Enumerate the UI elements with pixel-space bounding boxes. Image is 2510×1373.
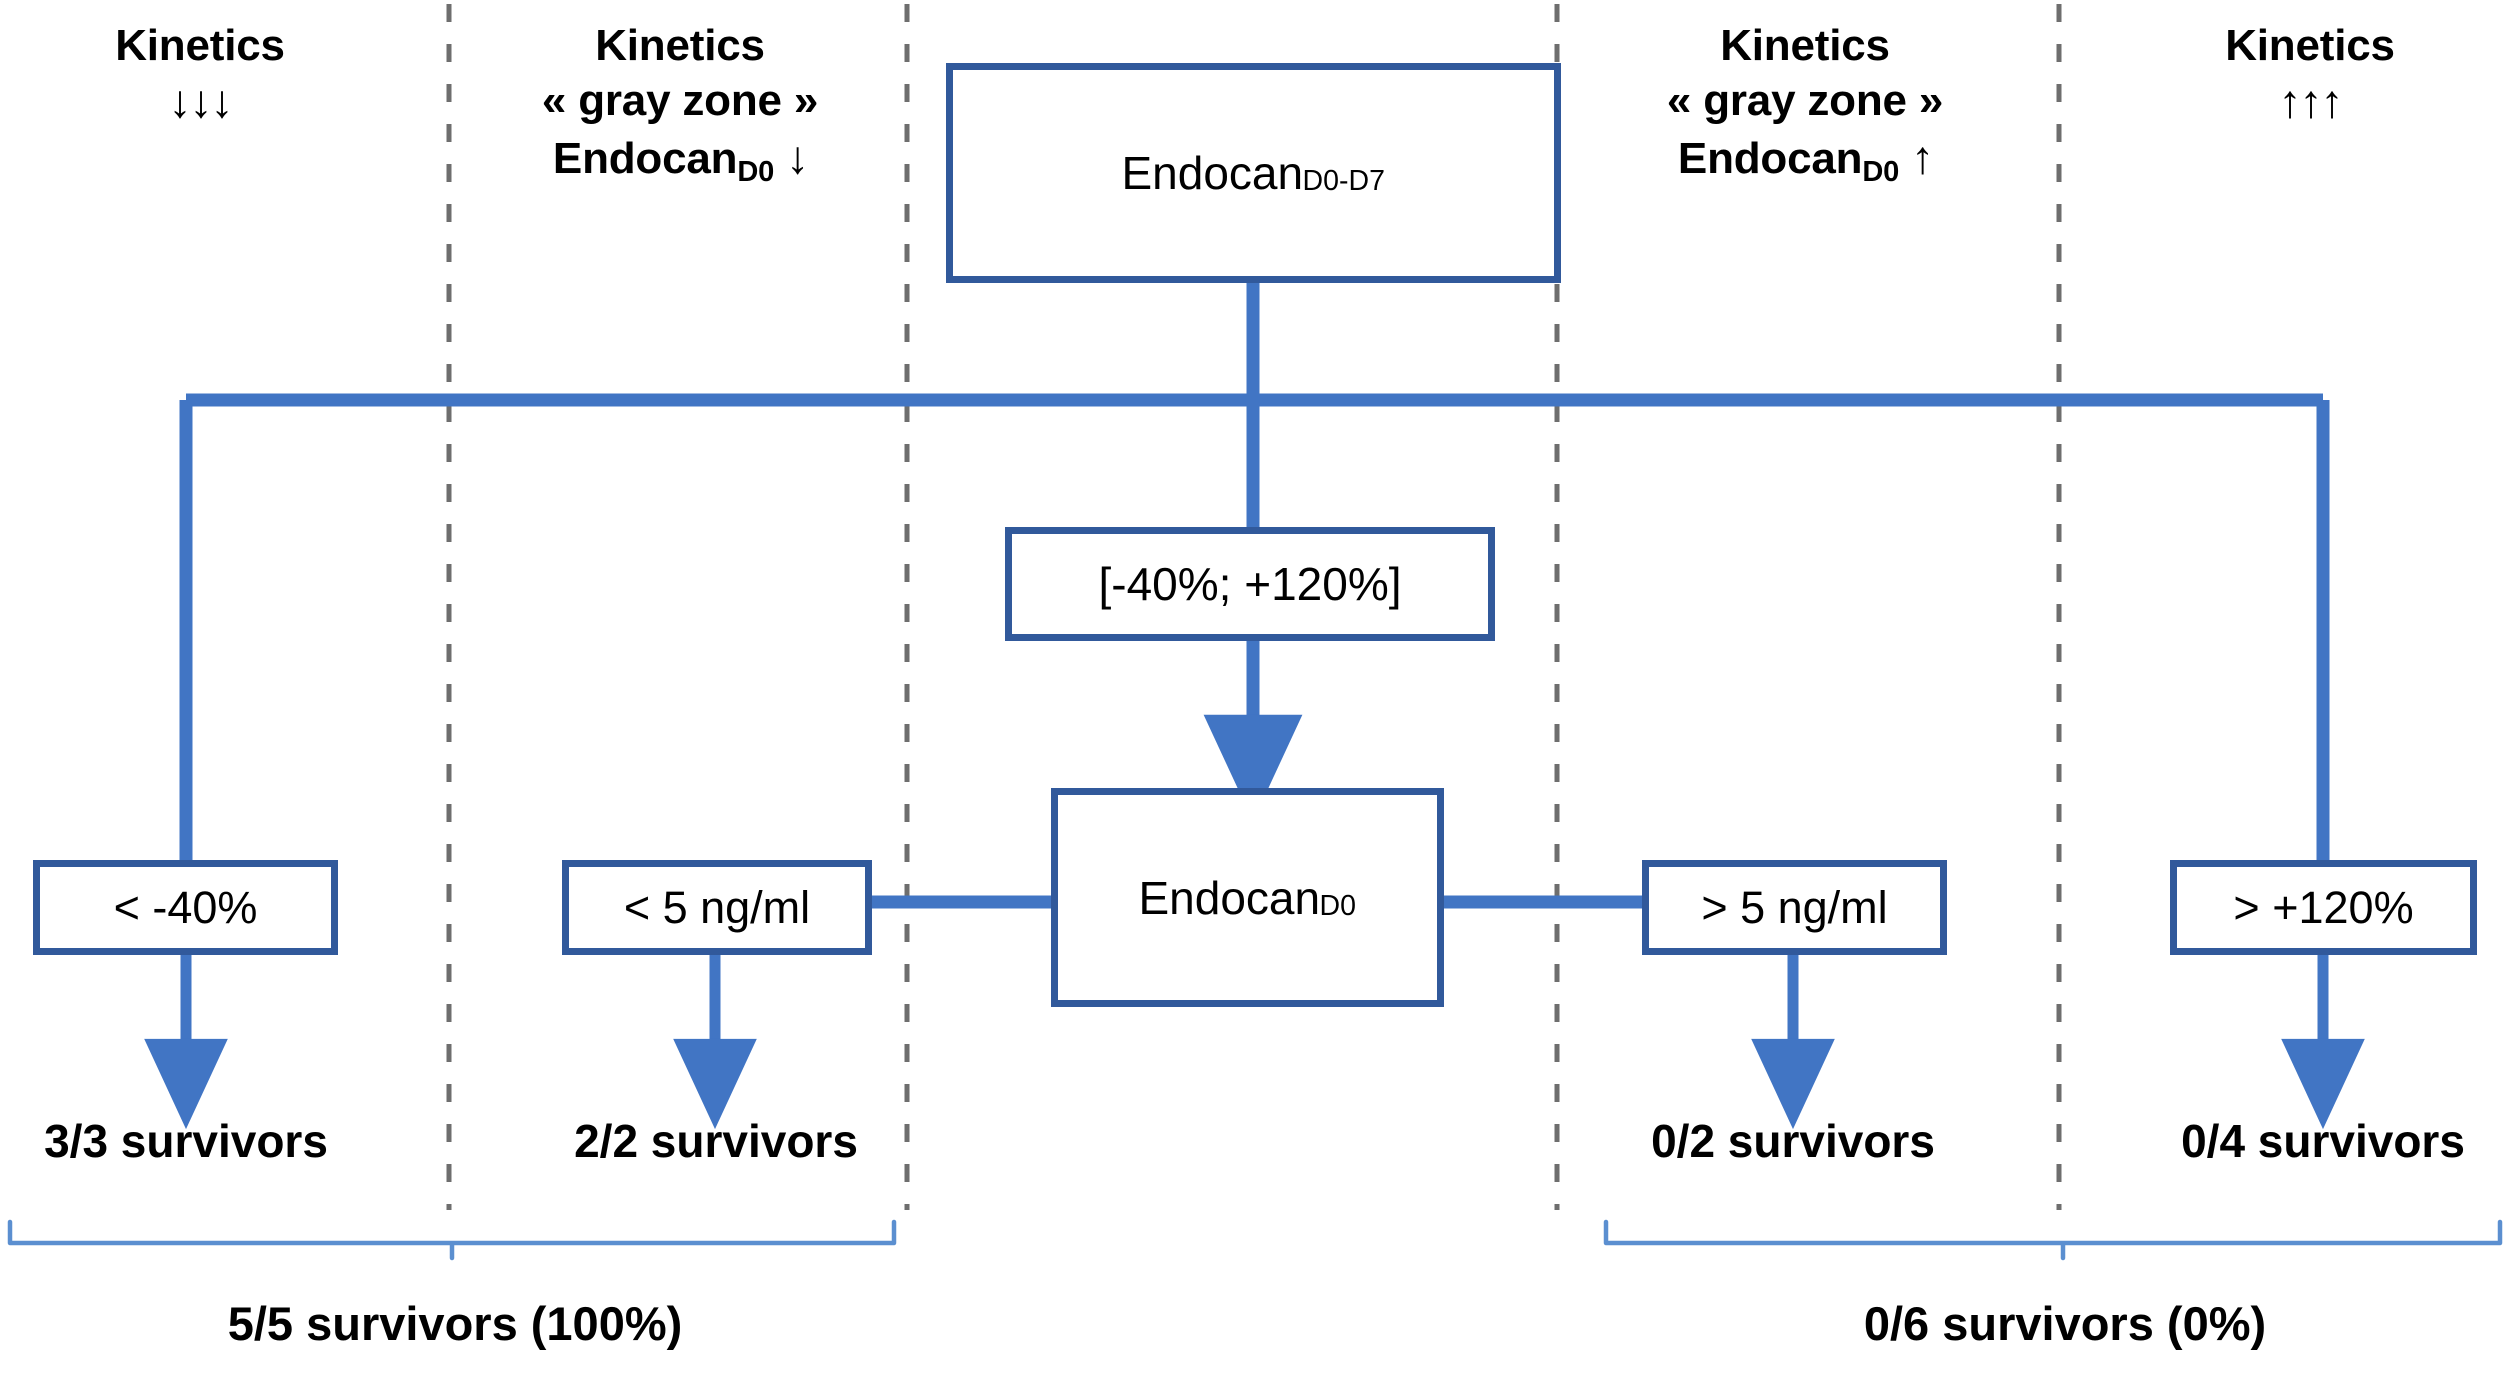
outcome-label-2: 2/2 survivors: [530, 1114, 902, 1168]
outcome-label-1: 3/3 survivors: [0, 1114, 372, 1168]
outcome-text: 0/2 survivors: [1651, 1115, 1935, 1167]
column-header-gray-zone-up: Kinetics « gray zone » EndocanD0 ↑: [1580, 18, 2030, 188]
column-header-kinetics-strong-down: Kinetics ↓↓↓: [0, 18, 400, 131]
column-header-line1: Kinetics: [2225, 21, 2395, 70]
column-header-arrows-down: ↓↓↓: [168, 75, 234, 128]
node-range[interactable]: [-40%; +120%]: [1005, 527, 1495, 641]
group-brackets: [7, 1219, 2503, 1261]
node-label-main: Endocan: [1121, 147, 1304, 199]
node-label-main: [-40%; +120%]: [1098, 558, 1402, 610]
left-group-bracket: [7, 1219, 897, 1261]
criterion-label: < -40%: [113, 881, 258, 933]
right-group-summary: 0/6 survivors (0%): [1755, 1296, 2375, 1351]
node-criterion-gt-plus120[interactable]: > +120%: [2170, 860, 2477, 955]
node-criterion-lt-5ngml[interactable]: < 5 ng/ml: [562, 860, 872, 955]
outcome-text: 3/3 survivors: [44, 1115, 328, 1167]
column-header-line1: Kinetics: [1720, 21, 1890, 70]
summary-text: 0/6 survivors (0%): [1863, 1297, 2267, 1350]
endocan-subscript: D0: [737, 156, 775, 188]
criterion-label: < 5 ng/ml: [623, 881, 811, 933]
criterion-label: > +120%: [2233, 881, 2414, 933]
left-group-summary: 5/5 survivors (100%): [135, 1296, 775, 1351]
summary-text: 5/5 survivors (100%): [227, 1297, 683, 1350]
node-criterion-gt-5ngml[interactable]: > 5 ng/ml: [1642, 860, 1947, 955]
column-header-gray-zone-down: Kinetics « gray zone » EndocanD0 ↓: [460, 18, 900, 188]
arrow-down-icon: ↓: [786, 130, 809, 183]
column-header-line1: Kinetics: [115, 21, 285, 70]
node-label-subscript: D0-D7: [1302, 165, 1385, 198]
node-label-subscript: D0: [1319, 889, 1356, 922]
criterion-label: > 5 ng/ml: [1701, 881, 1888, 933]
column-header-line2: « gray zone »: [541, 76, 819, 126]
endocan-label: Endocan: [552, 133, 738, 183]
endocan-subscript: D0: [1862, 156, 1900, 188]
node-label-main: Endocan: [1138, 871, 1321, 924]
outcome-text: 2/2 survivors: [574, 1115, 858, 1167]
column-header-arrows-up: ↑↑↑: [2278, 75, 2344, 128]
node-criterion-lt-minus40[interactable]: < -40%: [33, 860, 338, 955]
endocan-label: Endocan: [1677, 133, 1863, 183]
outcome-text: 0/4 survivors: [2181, 1115, 2465, 1167]
column-header-kinetics-strong-up: Kinetics ↑↑↑: [2110, 18, 2510, 131]
column-header-line2: « gray zone »: [1666, 76, 1944, 126]
right-group-bracket: [1603, 1219, 2503, 1261]
column-header-line1: Kinetics: [595, 21, 765, 70]
outcome-label-4: 0/4 survivors: [2137, 1114, 2509, 1168]
outcome-label-3: 0/2 survivors: [1607, 1114, 1979, 1168]
arrow-up-icon: ↑: [1911, 130, 1934, 183]
column-header-line3: EndocanD0 ↑: [1580, 129, 2030, 188]
column-header-line3: EndocanD0 ↓: [460, 129, 900, 188]
